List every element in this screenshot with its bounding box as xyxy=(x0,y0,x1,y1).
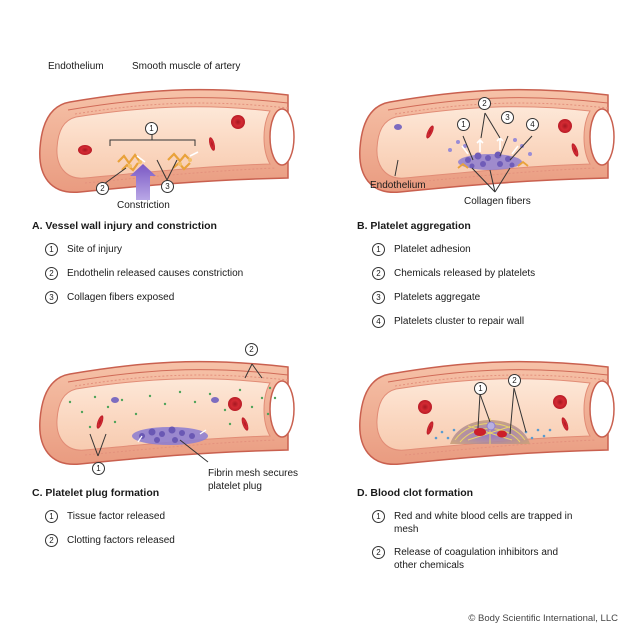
callout-a3: 3 xyxy=(161,180,174,193)
step-number: 1 xyxy=(372,510,385,523)
step-number: 3 xyxy=(45,291,58,304)
panel-b-step: 3 Platelets aggregate xyxy=(372,291,480,304)
panel-b-title: B. Platelet aggregation xyxy=(357,220,471,232)
step-text: Red and white blood cells are trapped in… xyxy=(394,511,573,535)
panel-d-step: 2 Release of coagulation inhibitors and … xyxy=(372,546,582,572)
panel-b-step: 1 Platelet adhesion xyxy=(372,243,471,256)
callout-c2: 2 xyxy=(245,343,258,356)
panel-b-step: 2 Chemicals released by platelets xyxy=(372,267,535,280)
panel-a-step: 1 Site of injury xyxy=(45,243,122,256)
collagen-fibers-label: Collagen fibers xyxy=(464,196,531,207)
step-text: Tissue factor released xyxy=(67,511,166,522)
callout-b2: 2 xyxy=(478,97,491,110)
callout-c1: 1 xyxy=(92,462,105,475)
callout-a2: 2 xyxy=(96,182,109,195)
panel-b-step: 4 Platelets cluster to repair wall xyxy=(372,315,524,328)
panel-c-step: 1 Tissue factor released xyxy=(45,510,165,523)
constriction-label: Constriction xyxy=(117,200,170,211)
callout-b3: 3 xyxy=(501,111,514,124)
step-text: Release of coagulation inhibitors and ot… xyxy=(394,547,558,571)
step-text: Endothelin released causes constriction xyxy=(67,268,244,279)
vessel-diagram-d xyxy=(359,360,615,465)
callout-b1: 1 xyxy=(457,118,470,131)
step-text: Site of injury xyxy=(67,244,123,255)
step-number: 2 xyxy=(45,267,58,280)
step-text: Platelet adhesion xyxy=(394,244,471,255)
endothelium-label: Endothelium xyxy=(48,61,104,72)
panel-d-step: 1 Red and white blood cells are trapped … xyxy=(372,510,582,536)
step-number: 3 xyxy=(372,291,385,304)
step-text: Clotting factors released xyxy=(67,535,175,546)
step-number: 1 xyxy=(45,243,58,256)
endothelium-label-b: Endothelium xyxy=(370,180,426,191)
step-text: Platelets aggregate xyxy=(394,292,481,303)
callout-d1: 1 xyxy=(474,382,487,395)
callout-a1: 1 xyxy=(145,122,158,135)
vessel-diagram-a xyxy=(39,88,295,200)
step-number: 4 xyxy=(372,315,385,328)
panel-c-step: 2 Clotting factors released xyxy=(45,534,175,547)
panel-a-step: 2 Endothelin released causes constrictio… xyxy=(45,267,243,280)
panel-d-title: D. Blood clot formation xyxy=(357,487,474,499)
step-text: Chemicals released by platelets xyxy=(394,268,536,279)
step-number: 1 xyxy=(45,510,58,523)
callout-d2: 2 xyxy=(508,374,521,387)
step-number: 1 xyxy=(372,243,385,256)
step-number: 2 xyxy=(372,546,385,559)
step-number: 2 xyxy=(372,267,385,280)
copyright-credit: © Body Scientific International, LLC xyxy=(468,613,618,624)
step-text: Platelets cluster to repair wall xyxy=(394,316,525,327)
panel-c-title: C. Platelet plug formation xyxy=(32,487,160,499)
step-text: Collagen fibers exposed xyxy=(67,292,175,303)
panel-a-title: A. Vessel wall injury and constriction xyxy=(32,220,217,232)
panel-a-step: 3 Collagen fibers exposed xyxy=(45,291,174,304)
step-number: 2 xyxy=(45,534,58,547)
vessel-diagram-c xyxy=(39,360,295,465)
fibrin-mesh-label: Fibrin mesh secures platelet plug xyxy=(208,468,299,492)
smooth-muscle-label: Smooth muscle of artery xyxy=(132,61,241,72)
callout-b4: 4 xyxy=(526,118,539,131)
